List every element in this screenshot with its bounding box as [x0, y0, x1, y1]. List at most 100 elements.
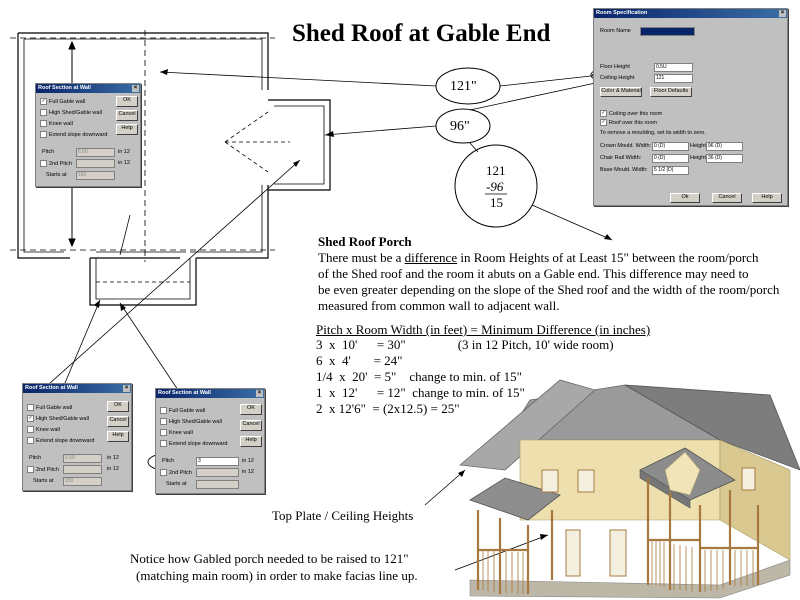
pitch-label: Pitch: [162, 458, 175, 464]
in12-label: in 12: [107, 455, 119, 461]
starts-field[interactable]: [196, 480, 239, 489]
starts-label: Starts at: [46, 172, 67, 178]
in12-label-2: in 12: [118, 160, 130, 166]
second-pitch-field[interactable]: [76, 159, 115, 168]
close-icon[interactable]: ×: [123, 385, 130, 392]
cancel-button[interactable]: Cancel: [107, 416, 129, 427]
second-pitch-option[interactable]: 2nd Pitch: [40, 160, 72, 167]
roof-over-room-option[interactable]: ✓Roof over this room: [600, 119, 657, 126]
second-pitch-option[interactable]: 2nd Pitch: [27, 466, 59, 473]
close-icon[interactable]: ×: [779, 10, 786, 17]
in12-label-2: in 12: [107, 466, 119, 472]
calc-c: 15: [490, 195, 503, 210]
help-button[interactable]: Help: [107, 431, 129, 442]
page-title: Shed Roof at Gable End: [292, 20, 551, 47]
crown-height-label: Height:: [690, 143, 708, 149]
chair-height-field[interactable]: 36 (D): [706, 154, 743, 163]
ceiling-height-field[interactable]: 121: [654, 74, 693, 83]
dialog-title-bar: Roof Section at Wall×: [23, 384, 131, 393]
bubble-121-text: 121": [450, 79, 477, 94]
example-2: 6 x 4' = 24": [316, 353, 403, 368]
cancel-button[interactable]: Cancel: [712, 193, 742, 203]
option-knee-wall[interactable]: Knee wall: [27, 426, 60, 433]
starts-field[interactable]: 150: [63, 477, 102, 486]
calc-circle: [454, 144, 538, 228]
ok-button[interactable]: Ok: [670, 193, 700, 203]
second-pitch-field[interactable]: [63, 465, 102, 474]
close-icon[interactable]: ×: [256, 390, 263, 397]
ok-button[interactable]: OK: [116, 96, 138, 107]
help-button[interactable]: Help: [240, 436, 262, 447]
chair-label: Chair Rail Width:: [600, 155, 642, 161]
dialog-title-bar: Roof Section at Wall×: [36, 84, 140, 93]
option-extend-slope[interactable]: Extend slope downward: [160, 440, 227, 447]
example-1: 3 x 10' = 30" (3 in 12 Pitch, 10' wide r…: [316, 337, 614, 352]
dialog-title-bar: Roof Section at Wall×: [156, 389, 264, 398]
leader-lines: [39, 71, 613, 571]
pitch-field[interactable]: 6.00: [76, 148, 115, 157]
ok-button[interactable]: OK: [107, 401, 129, 412]
option-full-gable[interactable]: Full Gable wall: [160, 407, 205, 414]
option-full-gable[interactable]: Full Gable wall: [27, 404, 72, 411]
roof-section-dialog-top: Roof Section at Wall× ✓Full Gable wall H…: [35, 83, 141, 187]
pitch-field[interactable]: 6.00: [63, 454, 102, 463]
starts-label: Starts at: [166, 481, 187, 487]
house-rendering: [459, 379, 800, 599]
option-extend-slope[interactable]: Extend slope downward: [27, 437, 94, 444]
ceiling-over-room-option[interactable]: ✓Ceiling over this room: [600, 110, 663, 117]
starts-field[interactable]: 150: [76, 171, 115, 180]
example-3: 1/4 x 20' = 5" change to min. of 15": [316, 369, 522, 384]
crown-height-field[interactable]: 96 (D): [706, 142, 743, 151]
roof-section-dialog-porch: Roof Section at Wall× Full Gable wall Hi…: [155, 388, 265, 494]
option-high-shed[interactable]: High Shed/Gable wall: [40, 109, 102, 116]
ceiling-height-label: Ceiling Height: [600, 75, 635, 81]
room-name-label: Room Name: [600, 28, 631, 34]
crown-width-field[interactable]: 0 (D): [652, 142, 689, 151]
help-button[interactable]: Help: [752, 193, 782, 203]
room-specification-dialog: Room Specification× Room Name Floor Heig…: [593, 8, 788, 206]
example-5: 2 x 12'6" = (2x12.5) = 25": [316, 401, 460, 416]
option-knee-wall[interactable]: Knee wall: [40, 120, 73, 127]
roof-section-dialog-bottom: Roof Section at Wall× Full Gable wall ✓H…: [22, 383, 132, 491]
option-high-shed[interactable]: ✓High Shed/Gable wall: [27, 415, 89, 422]
para-line-2: of the Shed roof and the room it abuts o…: [318, 266, 749, 281]
starts-label: Starts at: [33, 478, 54, 484]
in12-label: in 12: [118, 149, 130, 155]
cancel-button[interactable]: Cancel: [116, 110, 138, 121]
calc-a: 121: [486, 163, 506, 178]
pitch-field[interactable]: 3: [196, 457, 239, 466]
pitch-label: Pitch: [29, 455, 42, 461]
section-heading: Shed Roof Porch: [318, 234, 412, 249]
floor-defaults-button[interactable]: Floor Defaults: [650, 87, 692, 97]
chair-width-field[interactable]: 0 (D): [652, 154, 689, 163]
note-line-2: (matching main room) in order to make fa…: [136, 568, 418, 583]
option-knee-wall[interactable]: Knee wall: [160, 429, 193, 436]
option-extend-slope[interactable]: Extend slope downward: [40, 131, 107, 138]
room-name-select[interactable]: [640, 27, 695, 36]
ok-button[interactable]: OK: [240, 404, 262, 415]
second-pitch-field[interactable]: [196, 468, 239, 477]
label-top-plate: Top Plate / Ceiling Heights: [272, 508, 414, 523]
in12-label: in 12: [242, 458, 254, 464]
option-high-shed[interactable]: High Shed/Gable wall: [160, 418, 222, 425]
para-line-4: measured from common wall to adjacent wa…: [318, 298, 560, 313]
formula: Pitch x Room Width (in feet) = Minimum D…: [316, 322, 651, 337]
option-full-gable[interactable]: ✓Full Gable wall: [40, 98, 86, 105]
floor-height-label: Floor Height: [600, 64, 630, 70]
floor-plan: [10, 30, 331, 306]
example-4: 1 x 12' = 12" change to min. of 15": [316, 385, 525, 400]
help-button[interactable]: Help: [116, 124, 138, 135]
floor-height-field[interactable]: 0.5U: [654, 63, 693, 72]
second-pitch-option[interactable]: 2nd Pitch: [160, 469, 192, 476]
para-line-3: be even greater depending on the slope o…: [318, 282, 780, 297]
dialog-title-bar: Room Specification×: [594, 9, 787, 18]
close-icon[interactable]: ×: [132, 85, 139, 92]
crown-label: Crown Mould. Width:: [600, 143, 652, 149]
in12-label-2: in 12: [242, 469, 254, 475]
chair-height-label: Height:: [690, 155, 708, 161]
color-material-button[interactable]: Color & Material: [600, 87, 642, 97]
cancel-button[interactable]: Cancel: [240, 420, 262, 431]
base-width-field[interactable]: 5 1/2 (D): [652, 166, 689, 175]
note-line-1: Notice how Gabled porch needed to be rai…: [130, 551, 409, 566]
